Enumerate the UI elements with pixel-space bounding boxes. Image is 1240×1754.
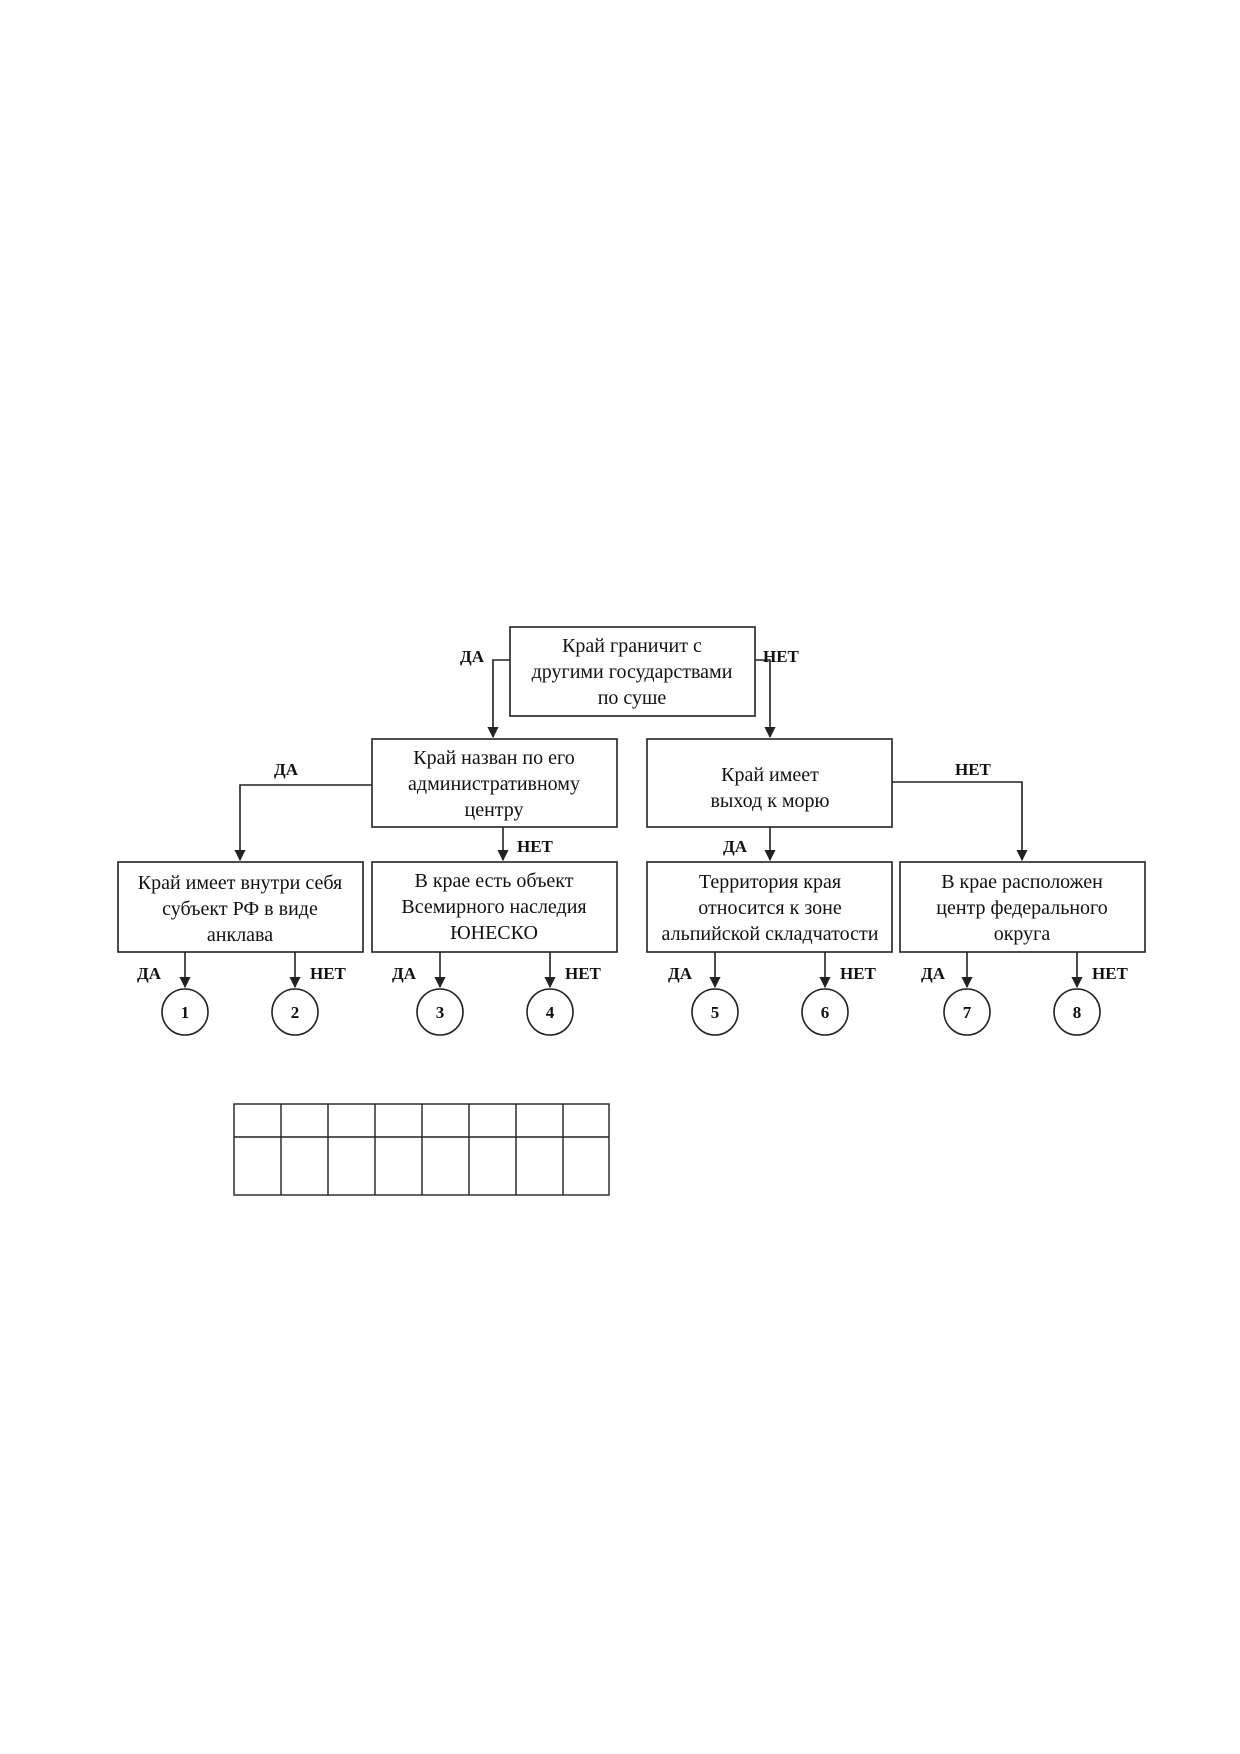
outcome-4: 4 [526,988,574,1036]
label-root-no: НЕТ [763,647,800,666]
node-q-rr: В крае расположен центр федерального окр… [899,861,1146,953]
node-root-line-2: другими государствами [532,661,733,683]
outcome-3-label: 3 [436,1003,445,1022]
label-lr-yes: ДА [392,964,417,983]
outcome-2-label: 2 [291,1003,300,1022]
node-q-lr-line-2: Всемирного наследия [401,896,586,918]
node-q-lr: В крае есть объект Всемирного наследия Ю… [371,861,618,953]
outcome-8: 8 [1053,988,1101,1036]
answer-table [233,1103,610,1196]
outcome-5: 5 [691,988,739,1036]
node-root-line-1: Край граничит с [562,635,702,657]
branch-labels: ДА НЕТ ДА НЕТ ДА НЕТ ДА НЕТ ДА НЕТ ДА НЕ… [137,647,1129,983]
node-root: Край граничит с другими государствами по… [509,626,756,717]
node-q-rr-line-3: округа [994,923,1051,945]
node-q-right-line-2: выход к морю [710,790,829,812]
connector-left-yes [234,784,372,862]
outcome-6-label: 6 [821,1003,830,1022]
label-rl-yes: ДА [668,964,693,983]
outcome-1: 1 [161,988,209,1036]
label-rr-no: НЕТ [1092,964,1129,983]
node-q-left-line-3: центру [464,799,523,821]
connector-root-yes [487,659,510,739]
node-q-ll: Край имеет внутри себя субъект РФ в виде… [117,861,364,953]
node-q-rr-line-1: В крае расположен [941,871,1103,893]
outcome-7: 7 [943,988,991,1036]
node-q-rl-line-3: альпийской складчатости [662,923,879,945]
node-q-left-line-1: Край назван по его [413,747,574,769]
outcome-5-label: 5 [711,1003,720,1022]
node-q-lr-line-3: ЮНЕСКО [450,922,538,944]
node-root-line-3: по суше [598,687,667,709]
label-left-yes: ДА [274,760,299,779]
label-lr-no: НЕТ [565,964,602,983]
node-q-ll-line-2: субъект РФ в виде [162,898,318,920]
label-ll-no: НЕТ [310,964,347,983]
outcome-6: 6 [801,988,849,1036]
outcome-2: 2 [271,988,319,1036]
label-rl-no: НЕТ [840,964,877,983]
node-q-rl-line-2: относится к зоне [698,897,842,919]
label-rr-yes: ДА [921,964,946,983]
connector-root-no [755,659,776,739]
node-q-rr-line-2: центр федерального [936,897,1107,919]
label-ll-yes: ДА [137,964,162,983]
label-root-yes: ДА [460,647,485,666]
label-left-no: НЕТ [517,837,554,856]
node-q-left-line-2: административному [408,773,580,795]
outcome-1-label: 1 [181,1003,190,1022]
node-q-right: Край имеет выход к морю [646,738,893,828]
connector-right-no [892,781,1028,862]
outcome-7-label: 7 [963,1003,972,1022]
connectors [179,659,1083,989]
node-q-left: Край назван по его административному цен… [371,738,618,828]
node-q-ll-line-1: Край имеет внутри себя [138,872,342,894]
node-q-rl-line-1: Территория края [699,871,841,893]
node-q-lr-line-1: В крае есть объект [414,870,573,892]
outcomes: 1 2 3 4 5 6 7 8 [161,988,1101,1036]
outcome-3: 3 [416,988,464,1036]
node-q-right-line-1: Край имеет [721,764,819,786]
label-right-yes: ДА [723,837,748,856]
outcome-4-label: 4 [546,1003,555,1022]
outcome-8-label: 8 [1073,1003,1082,1022]
node-q-rl: Территория края относится к зоне альпийс… [646,861,893,953]
label-right-no: НЕТ [955,760,992,779]
node-q-ll-line-3: анклава [207,924,273,946]
